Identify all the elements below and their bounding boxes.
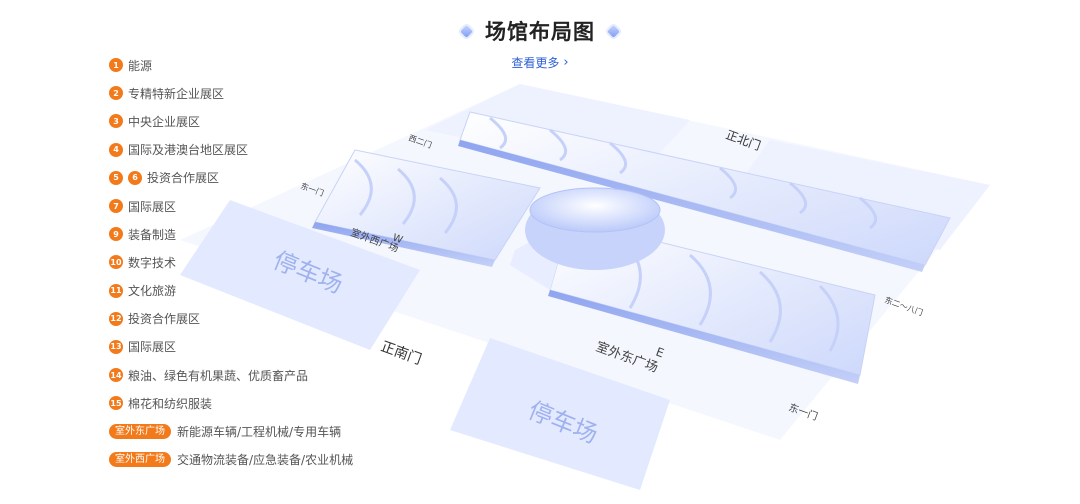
legend-item: 9 装备制造: [109, 220, 353, 248]
zone-pill: 室外西广场: [109, 452, 171, 468]
north-hall: [458, 111, 951, 272]
legend-item: 4 国际及港澳台地区展区: [109, 136, 353, 164]
chevron-right-icon: ›: [563, 55, 569, 70]
legend-item: 13 国际展区: [109, 333, 353, 361]
legend-item: 10 数字技术: [109, 248, 353, 276]
legend-item: 2 专精特新企业展区: [109, 79, 353, 107]
title-row: 场馆布局图: [460, 16, 620, 46]
legend-item: 11 文化旅游: [109, 277, 353, 305]
diamond-icon: [607, 24, 620, 38]
legend-label: 能源: [128, 58, 153, 73]
zone-number-badge: 5: [109, 170, 123, 185]
legend-item: 室外西广场交通物流装备/应急装备/农业机械: [109, 446, 353, 474]
zone-number-badge: 15: [109, 396, 123, 411]
zone-number-badge: 12: [109, 311, 123, 326]
legend-item: 12 投资合作展区: [109, 305, 353, 333]
legend-item: 1 能源: [109, 51, 353, 79]
legend-label: 交通物流装备/应急装备/农业机械: [177, 453, 354, 468]
parking-lot-south: [450, 338, 670, 490]
page-title: 场馆布局图: [485, 20, 595, 44]
page-header: 场馆布局图 查看更多 ›: [0, 16, 1080, 71]
legend-label: 中央企业展区: [128, 114, 201, 129]
legend-label: 国际展区: [128, 199, 177, 214]
view-more-label: 查看更多: [511, 56, 560, 70]
zone-number-badge: 9: [109, 227, 123, 242]
venue-map: 停车场 停车场 正北门 西二门 东一门 正南门 东二～八门 东一门: [170, 70, 1000, 500]
legend-label: 国际及港澳台地区展区: [128, 143, 249, 158]
central-dome: [525, 187, 665, 270]
legend-item: 14 粮油、绿色有机果蔬、优质畜产品: [109, 361, 353, 389]
diamond-icon: [460, 24, 473, 38]
legend-item: 15 棉花和纺织服装: [109, 389, 353, 417]
west-hall: [312, 149, 541, 267]
legend-label: 数字技术: [128, 255, 177, 270]
legend-item: 7 国际展区: [109, 192, 353, 220]
legend-label: 投资合作展区: [128, 312, 201, 327]
zone-number-badge: 10: [109, 255, 123, 270]
zone-number-badge: 7: [109, 199, 123, 214]
zone-number-badge: 14: [109, 368, 123, 383]
view-more-link[interactable]: 查看更多 ›: [511, 54, 568, 71]
parking-lot-west: [180, 200, 420, 350]
zone-number-badge: 6: [128, 170, 142, 185]
gate-east-2-8: 东二～八门: [883, 294, 924, 317]
zone-pill: 室外东广场: [109, 424, 171, 440]
east-plaza-letter: E: [654, 345, 666, 361]
legend-item: 室外东广场新能源车辆/工程机械/专用车辆: [109, 417, 353, 445]
zone-number-badge: 11: [109, 283, 123, 298]
legend-label: 新能源车辆/工程机械/专用车辆: [177, 425, 342, 440]
legend-label: 专精特新企业展区: [128, 86, 225, 101]
legend-label: 粮油、绿色有机果蔬、优质畜产品: [128, 368, 309, 383]
west-plaza-letter: W: [391, 232, 404, 246]
legend-label: 装备制造: [128, 227, 177, 242]
legend-label: 文化旅游: [128, 284, 177, 299]
zone-number-badge: 2: [109, 86, 123, 101]
legend-item: 3 中央企业展区: [109, 107, 353, 135]
legend-label: 国际展区: [128, 340, 177, 355]
zone-number-badge: 3: [109, 114, 123, 129]
zone-number-badge: 1: [109, 58, 123, 73]
zone-number-badge: 4: [109, 142, 123, 157]
legend-label: 棉花和纺织服装: [128, 396, 213, 411]
gate-south: 正南门: [379, 339, 424, 368]
legend-label: 投资合作展区: [147, 171, 220, 186]
zone-number-badge: 13: [109, 339, 123, 354]
